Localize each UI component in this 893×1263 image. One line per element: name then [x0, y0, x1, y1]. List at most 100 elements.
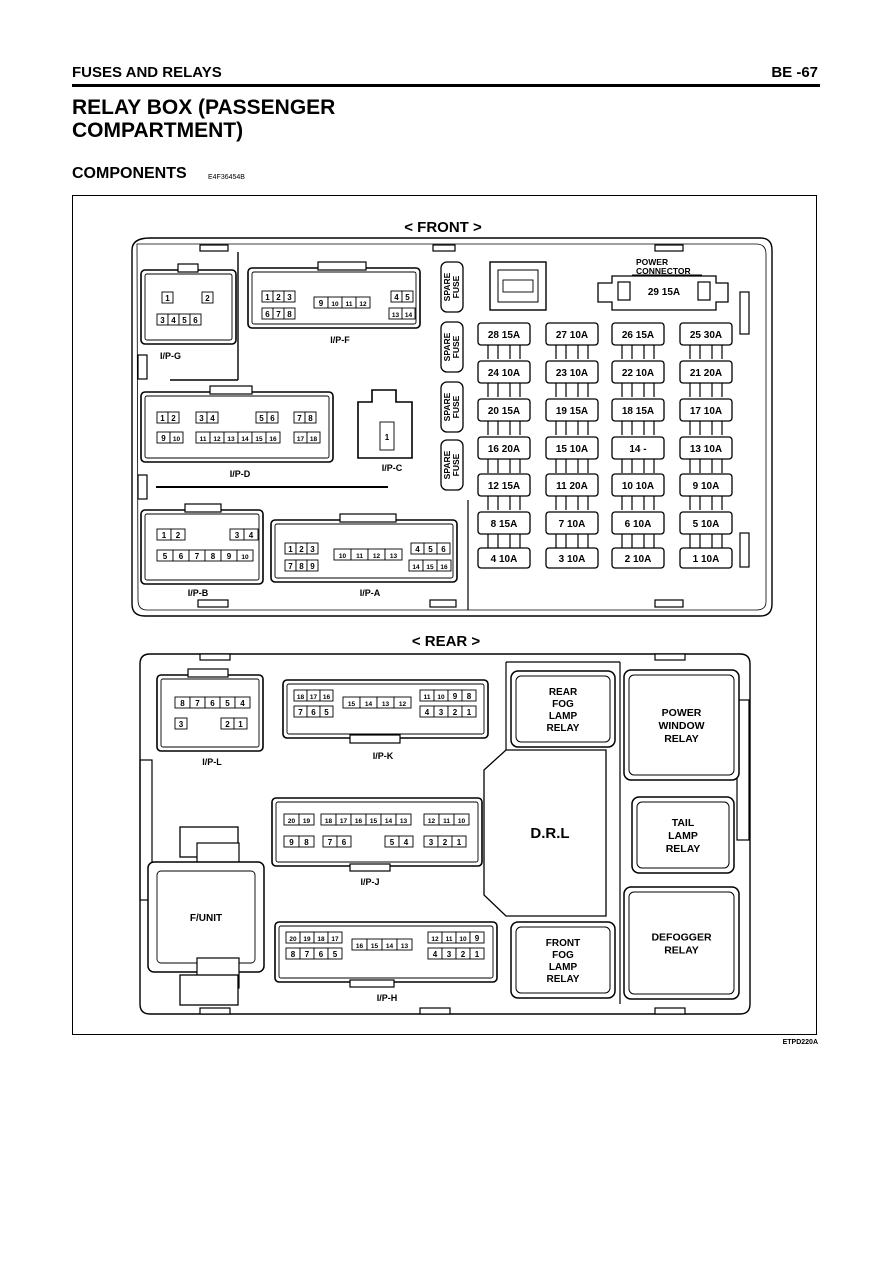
connector-pin-label: 11 — [446, 936, 453, 943]
fuse-24: 24 10A — [477, 360, 531, 397]
ipj-label: I/P-J — [360, 877, 379, 887]
connector-pin-label: 1 — [238, 720, 243, 729]
side-tab — [137, 354, 148, 380]
connector-pin-label: 14 — [241, 436, 249, 443]
spare-fuse-text: SPAREFUSE — [442, 332, 461, 361]
ipg-pins-row1: 1 — [161, 291, 174, 304]
fuse-label: 4 10A — [491, 554, 518, 565]
connector-pin-label: 4 — [404, 838, 409, 847]
relay-text-line: LAMP — [549, 962, 578, 973]
fuse-23: 23 10A — [545, 360, 599, 397]
connector-pin-label: 8 — [180, 699, 185, 708]
spare-fuse-text: SPAREFUSE — [442, 450, 461, 479]
connector-pin-label: 2 — [461, 950, 466, 959]
relay-text-line: FRONT — [546, 938, 580, 949]
fuse-label: 8 15A — [491, 519, 518, 530]
relay-socket-core — [502, 279, 534, 293]
relay-text-line: FOG — [552, 699, 574, 710]
connector-pin-label: 5 — [163, 552, 168, 561]
connector-pin-label: 7 — [288, 562, 293, 571]
fuse-1: 1 10A — [679, 547, 733, 569]
relay-text-line: POWER — [662, 707, 702, 719]
connector-key — [339, 513, 397, 523]
terminal-block — [617, 281, 631, 301]
connector-pin-label: 14 — [405, 312, 413, 319]
connector-pin-label: 14 — [386, 943, 394, 950]
spare-fuse-body — [440, 439, 464, 491]
connector-pin — [398, 835, 414, 848]
fuse-7: 7 10A — [545, 511, 599, 548]
latch — [654, 653, 686, 661]
latch — [199, 1007, 231, 1015]
relay-text-line: FOG — [552, 950, 574, 961]
fuse-2: 2 10A — [611, 547, 665, 569]
spare-fuse-body — [440, 381, 464, 433]
connector-pin — [327, 947, 343, 960]
connector-pin-label: 3 — [439, 708, 444, 717]
connector-pin-label: 15 — [255, 436, 263, 443]
connector-pin-label: 12 — [213, 436, 221, 443]
fuse-body — [545, 436, 599, 460]
connector-pin — [306, 431, 321, 444]
ipg-pins-row1b: 2 — [201, 291, 214, 304]
connector-pin — [436, 559, 452, 572]
connector-key — [349, 734, 401, 744]
fuse-label: 1 10A — [693, 554, 720, 565]
drl-relay: D.R.L — [483, 661, 621, 1004]
spare-fuse: SPAREFUSE — [440, 381, 464, 433]
fuse-29-label: 29 15A — [648, 287, 680, 298]
connector-pin-label: 6 — [270, 414, 275, 423]
connector-pin-label: 2 — [453, 708, 458, 717]
funit-bottom-clip — [179, 974, 239, 1006]
connector-pin-label: 6 — [179, 552, 184, 561]
connector-pin-label: 8 — [308, 414, 313, 423]
fuse-12: 12 15A — [477, 473, 531, 510]
connector-pin-label: 3 — [447, 950, 452, 959]
fuse-body — [611, 398, 665, 422]
fuse-body — [477, 436, 531, 460]
fuse-body — [611, 322, 665, 346]
fuse-15: 15 10A — [545, 436, 599, 473]
connector-pin-label: 17 — [340, 818, 348, 825]
connector-pin — [379, 421, 395, 451]
fuse-label: 2 10A — [625, 554, 652, 565]
connector-pin-label: 9 — [227, 552, 232, 561]
connector-pin — [306, 542, 319, 555]
connector-pin — [174, 717, 188, 730]
connector-pin-label: 7 — [195, 699, 200, 708]
fuse-body — [477, 473, 531, 497]
connector-pin-label: 16 — [355, 818, 363, 825]
fuse-label: 11 20A — [556, 481, 588, 492]
fuse-label: 25 30A — [690, 330, 722, 341]
spare-fuse-line: SPARE — [442, 272, 452, 301]
connector-pin — [304, 411, 317, 424]
spare-fuse: SPAREFUSE — [440, 261, 464, 313]
fuse-label: 28 15A — [488, 330, 520, 341]
fuse-26: 26 15A — [611, 322, 665, 359]
fuse-body — [477, 360, 531, 384]
header-rule — [72, 84, 820, 87]
ipg-label: I/P-G — [160, 351, 181, 361]
fuse-label: 22 10A — [622, 368, 654, 379]
fuse-4: 4 10A — [477, 547, 531, 569]
connector-pin-label: 16 — [269, 436, 277, 443]
connector-pin-label: 9 — [310, 562, 315, 571]
connector-key — [184, 503, 222, 513]
connector-pin — [234, 696, 251, 709]
fuse-label: 24 10A — [488, 368, 520, 379]
